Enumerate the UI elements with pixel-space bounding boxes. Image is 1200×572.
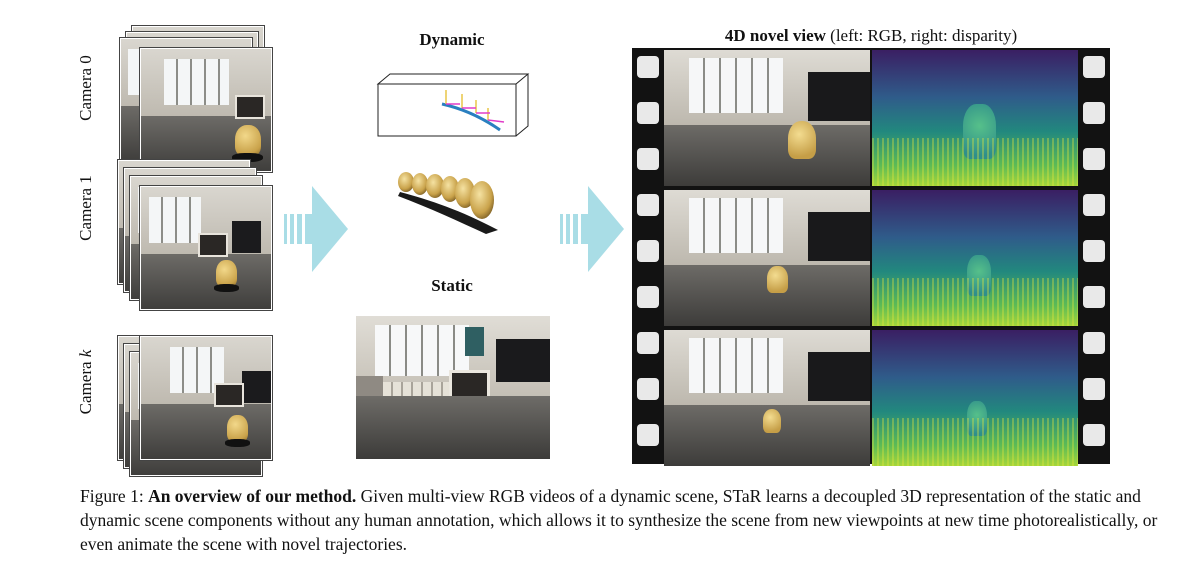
arrow-right-icon [284, 186, 348, 272]
static-background-image [356, 316, 550, 459]
camera-1-label: Camera 1 [76, 175, 95, 241]
disparity-frame [872, 330, 1078, 466]
frame [140, 336, 272, 460]
disparity-frame [872, 190, 1078, 326]
camera-k-label-main: Camera [76, 357, 95, 415]
dynamic-object-sequence [398, 172, 498, 234]
rgb-frame [664, 50, 870, 186]
novel-view-title-bold: 4D novel view [724, 26, 826, 45]
caption-label: Figure 1: [80, 486, 149, 506]
caption-text: Given multi-view RGB videos of a dynamic… [80, 486, 1158, 554]
camera-k-label-italic: k [76, 349, 95, 358]
dynamic-trajectory-box [376, 73, 530, 137]
novel-view-title-rest: (left: RGB, right: disparity) [825, 26, 1018, 45]
static-title: Static [431, 276, 473, 295]
disparity-frame [872, 50, 1078, 186]
film-strip [632, 48, 1110, 466]
novel-view-title: 4D novel view (left: RGB, right: dispari… [632, 26, 1110, 46]
frame [140, 48, 272, 172]
caption-bold: An overview of our method. [148, 486, 357, 506]
frame [140, 186, 272, 310]
camera-0-label: Camera 0 [76, 55, 95, 121]
dynamic-title: Dynamic [419, 30, 485, 49]
figure-caption: Figure 1: An overview of our method. Giv… [80, 484, 1160, 556]
rgb-frame [664, 330, 870, 466]
arrow-right-icon [560, 186, 624, 272]
rgb-frame [664, 190, 870, 326]
camera-k-label: Camera k [74, 312, 98, 452]
